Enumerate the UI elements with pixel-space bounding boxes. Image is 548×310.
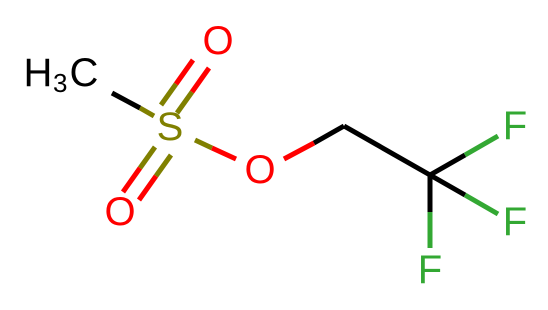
bond-methyl-sulfur-s-half [138,105,156,119]
oxygen-ester-atom-label: O [244,148,275,192]
bond-sulfur-oxygen-top-a [158,82,179,107]
bond-oxygen-methylene-c [312,123,346,146]
bond-sulfur-oxygen-ester-o [210,145,238,162]
bond-sulfur-oxygen-bottom-a-o [120,166,143,194]
sulfur-atom-label: S [157,105,184,149]
bond-sulfur-oxygen-top-a-o [173,58,196,86]
bond-carbon-fluorine-upper-f [463,133,500,158]
bond-sulfur-oxygen-bottom-b [153,153,174,178]
bond-sulfur-oxygen-top-b [174,90,195,115]
bond-sulfur-oxygen-bottom-b-o [136,174,159,202]
fluorine-right-atom-label: F [503,200,527,244]
methyl-group-label: H 3 C [24,51,99,98]
fluorine-upper-atom-label: F [503,104,527,148]
methyl-carbon-label: C [70,51,99,95]
bond-oxygen-methylene [282,140,316,162]
bond-carbon-fluorine-right [428,172,467,198]
methyl-subscript-label: 3 [53,68,67,98]
bond-methyl-sulfur [110,90,142,111]
bond-sulfur-oxygen-ester [193,137,214,151]
oxygen-top-atom-label: O [202,19,233,63]
bond-methylene-trifluoromethyl [342,123,432,178]
bond-sulfur-oxygen-top-b-o [189,66,212,94]
bond-carbon-fluorine-right-f [463,192,500,217]
bond-carbon-fluorine-upper [428,152,467,178]
methyl-hydrogen-label: H [24,51,53,95]
fluorine-lower-atom-label: F [418,248,442,292]
bond-sulfur-oxygen-bottom-a [137,145,158,170]
oxygen-bottom-atom-label: O [104,190,135,234]
